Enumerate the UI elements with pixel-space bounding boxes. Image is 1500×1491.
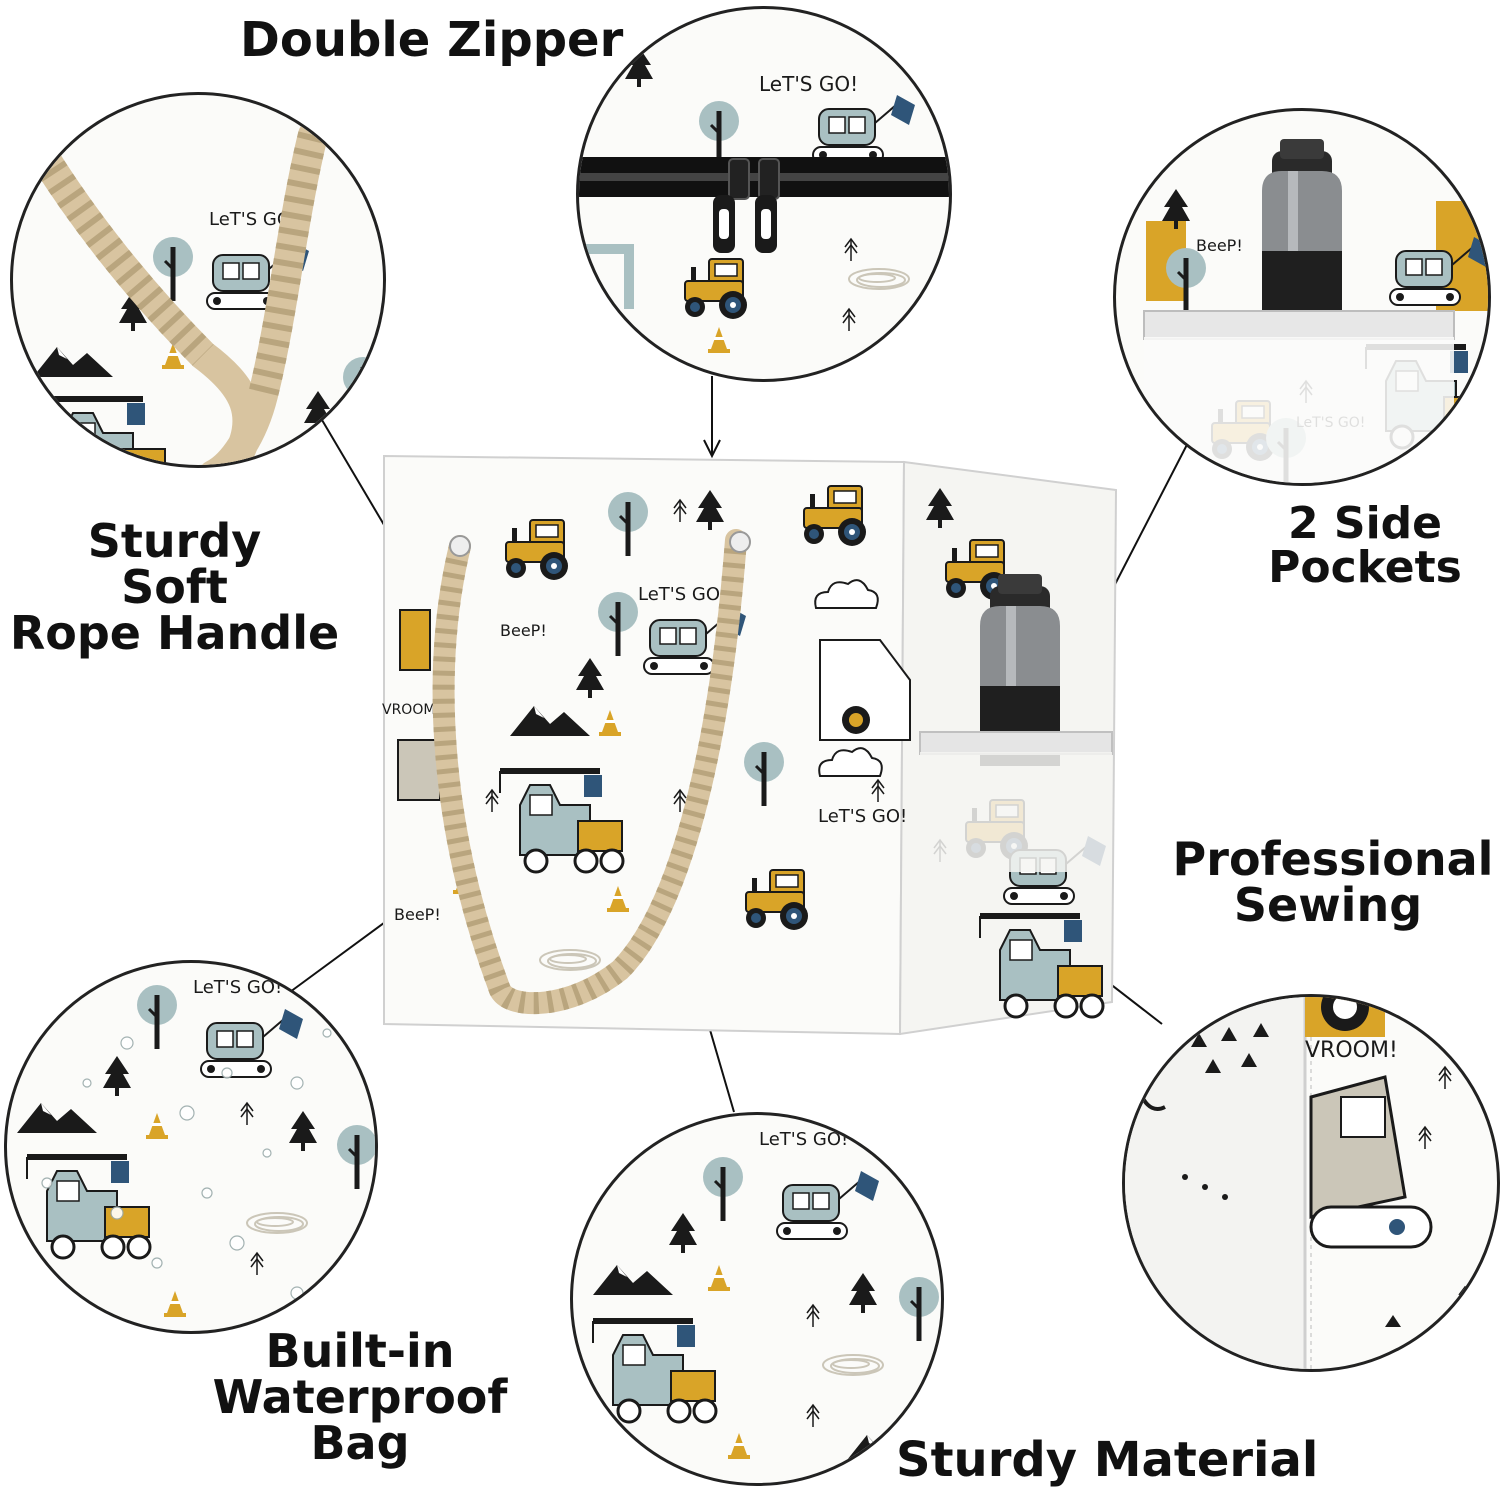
rope-handle-label: Sturdy Soft Rope Handle — [2, 518, 347, 656]
sewing-closeup-text: VROOM! — [1305, 1038, 1398, 1063]
side-pockets-label-line2: Pockets — [1268, 542, 1462, 593]
side-pockets-closeup: BeeP! LeT'S GO! — [1113, 108, 1491, 486]
double-zipper-closeup: LeT'S GO! — [576, 6, 952, 382]
sturdy-material-closeup-text: LeT'S GO! — [759, 1129, 848, 1150]
professional-sewing-label: Professional Sewing — [1168, 836, 1498, 928]
sturdy-material-label: Sturdy Material — [896, 1432, 1319, 1488]
sturdy-material-closeup: LeT'S GO! — [570, 1112, 944, 1486]
professional-sewing-label-line1: Professional — [1172, 832, 1494, 886]
side-pockets-closeup-beep: BeeP! — [1196, 236, 1243, 255]
waterproof-bag-label-line1: Built-in — [265, 1324, 455, 1378]
rope-handle-label-line2: Soft — [121, 560, 228, 614]
zipper-pull-icon — [713, 158, 780, 253]
bag-lets-go-1: LeT'S GO! — [638, 584, 727, 605]
rope-handle-closeup-text: LeT'S GO! — [209, 209, 298, 230]
double-zipper-label: Double Zipper — [240, 12, 624, 68]
side-pockets-closeup-art: BeeP! LeT'S GO! — [1143, 139, 1488, 483]
sewing-closeup: VROOM! — [1122, 994, 1500, 1372]
rope-handle-label-line1: Sturdy — [87, 514, 262, 568]
waterproof-closeup-art: LeT'S GO! — [17, 977, 375, 1317]
bag-beep-2: BeeP! — [394, 905, 441, 924]
bag-lets-go-2: LeT'S GO! — [818, 806, 907, 827]
water-drops — [31, 997, 332, 1300]
waterproof-bag-label-line2: Waterproof — [212, 1370, 508, 1424]
waterproof-bag-label-line3: Bag — [310, 1416, 410, 1470]
double-zipper-closeup-text: LeT'S GO! — [759, 72, 858, 96]
waterproof-closeup-text: LeT'S GO! — [193, 977, 282, 998]
rope-handle-label-line3: Rope Handle — [9, 606, 340, 660]
waterproof-closeup: LeT'S GO! — [4, 960, 378, 1334]
sewing-closeup-art: VROOM! — [1125, 997, 1472, 1369]
waterproof-bag-label: Built-in Waterproof Bag — [200, 1328, 520, 1466]
professional-sewing-label-line2: Sewing — [1233, 878, 1423, 932]
tote-bag: LeT'S GO! BeeP! LeT'S GO! BeeP! VROOM! — [380, 450, 1120, 1050]
double-zipper-closeup-art: LeT'S GO! — [579, 47, 949, 353]
side-pockets-label: 2 Side Pockets — [1250, 502, 1480, 590]
bag-front-pattern: LeT'S GO! BeeP! LeT'S GO! BeeP! VROOM! — [382, 485, 911, 971]
tote-bag-art: LeT'S GO! BeeP! LeT'S GO! BeeP! VROOM! — [382, 454, 1118, 1036]
side-pockets-label-line1: 2 Side — [1287, 498, 1443, 549]
bag-beep-1: BeeP! — [500, 621, 547, 640]
sturdy-material-closeup-art: LeT'S GO! — [573, 1129, 941, 1465]
rope-handle-closeup: LeT'S GO! — [10, 92, 386, 468]
rope-handle-closeup-art: LeT'S GO! — [28, 120, 383, 465]
rope-handle[interactable] — [432, 529, 751, 1015]
water-bottle-icon — [1262, 139, 1342, 331]
bag-vroom: VROOM! — [382, 702, 441, 718]
